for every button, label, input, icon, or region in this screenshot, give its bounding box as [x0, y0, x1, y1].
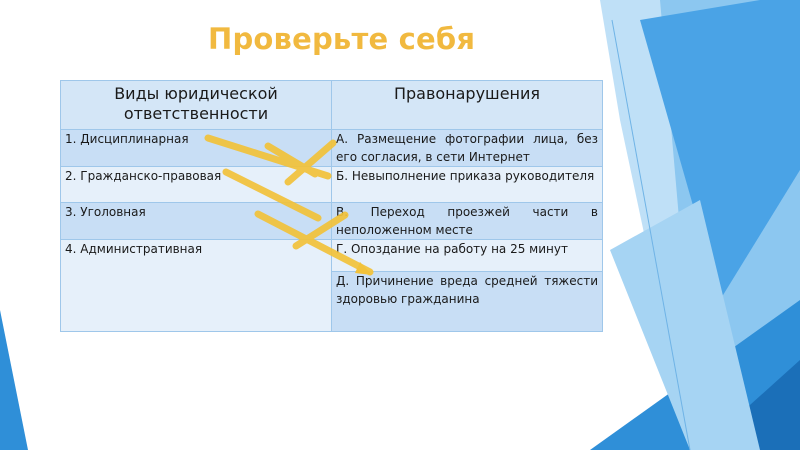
- cell-offense-b: Б. Невыполнение приказа руководителя: [331, 166, 603, 203]
- table-row: 4. Административная Г. Опоздание на рабо…: [60, 239, 603, 332]
- cell-type-1: 1. Дисциплинарная: [60, 129, 332, 167]
- cell-type-3: 3. Уголовная: [60, 202, 332, 240]
- right-thin-line: [611, 19, 691, 450]
- right-pale-shard: [610, 200, 760, 450]
- responsibility-table: Виды юридической ответственности Правона…: [60, 80, 603, 332]
- left-blue-triangle: [0, 310, 28, 450]
- cell-type-2: 2. Гражданско-правовая: [60, 166, 332, 203]
- page-title: Проверьте себя: [208, 22, 476, 56]
- table-row: 3. Уголовная В. Переход проезжей части в…: [60, 202, 603, 240]
- table-row: 1. Дисциплинарная А. Размещение фотограф…: [60, 129, 603, 167]
- cell-offense-v: В. Переход проезжей части в неположенном…: [331, 202, 603, 240]
- cell-offense-g: Г. Опоздание на работу на 25 минут: [331, 239, 603, 272]
- table-header-row: Виды юридической ответственности Правона…: [60, 80, 603, 130]
- right-blue-shard: [640, 0, 800, 300]
- header-responsibility-types: Виды юридической ответственности: [60, 80, 332, 130]
- table-row: Д. Причинение вреда средней тяжести здор…: [61, 271, 603, 332]
- header-offenses: Правонарушения: [331, 80, 603, 130]
- cell-offense-a: А. Размещение фотографии лица, без его с…: [331, 129, 603, 167]
- cell-type-4: 4. Административная: [60, 239, 332, 332]
- cell-offense-d: Д. Причинение вреда средней тяжести здор…: [331, 271, 603, 332]
- table-row: 2. Гражданско-правовая Б. Невыполнение п…: [60, 166, 603, 203]
